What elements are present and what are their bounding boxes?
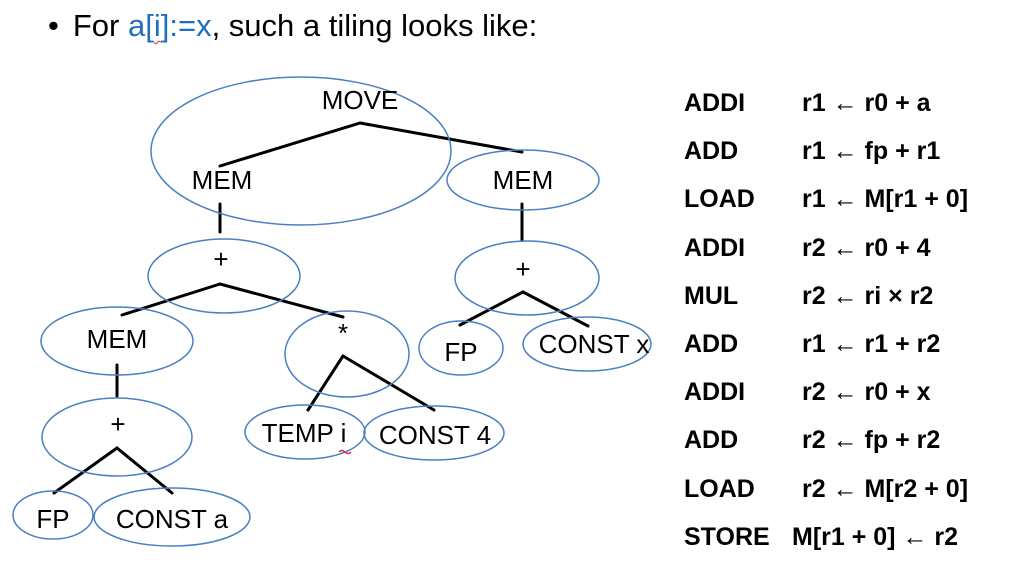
tile-const-a: [93, 487, 251, 547]
asm-opcode: ADDI: [684, 378, 746, 407]
asm-operands: r2 ← r0 + x: [802, 378, 931, 407]
tile-mem-inner: [40, 306, 194, 376]
code-part-rest: ]:=x: [160, 8, 212, 43]
heading-suffix: , such a tiling looks like:: [211, 8, 538, 43]
code-part-i: i: [153, 8, 161, 43]
edge-plus-mem-inner: [120, 282, 222, 317]
node-temp-i: TEMP i: [262, 418, 347, 448]
node-const-x: CONST x: [539, 329, 650, 359]
asm-operands: r2 ← fp + r2: [802, 426, 941, 455]
tile-const-x: [522, 316, 652, 372]
asm-operands: r1 ← M[r1 + 0]: [802, 185, 969, 214]
edge-plus-fp: [458, 290, 525, 327]
node-plus-top: +: [213, 244, 228, 274]
spell-squiggle: [338, 449, 352, 455]
asm-operands: r1 ← fp + r1: [802, 137, 941, 166]
node-const-4: CONST 4: [379, 420, 491, 450]
asm-operands: r2 ← M[r2 + 0]: [802, 474, 969, 503]
tile-mem-right: [446, 149, 600, 211]
asm-opcode: LOAD: [684, 185, 755, 214]
heading-bullet: • For a[i]:=x, such a tiling looks like:: [48, 4, 537, 48]
asm-opcode: ADD: [684, 426, 739, 455]
tile-outlines: [12, 76, 652, 547]
asm-opcode: ADD: [684, 137, 739, 166]
edge-move-mem-left: [218, 121, 362, 168]
code-expression: a[i]:=x: [128, 8, 212, 43]
tile-temp-i: [244, 404, 366, 460]
tile-plus-inner: [41, 397, 193, 477]
asm-operands: r2 ← r0 + 4: [802, 233, 931, 262]
node-labels: MOVE MEM MEM + + MEM * FP CONST x + TEMP…: [36, 85, 649, 534]
node-mem-left: MEM: [192, 165, 253, 195]
node-mem-right: MEM: [493, 165, 554, 195]
tile-plus-top: [147, 238, 301, 314]
tile-fp-left: [12, 490, 94, 540]
tile-times: [284, 310, 410, 398]
asm-operands: r2 ← ri × r2: [802, 281, 934, 310]
tile-const-4: [363, 405, 505, 461]
code-part-a: a[: [127, 8, 154, 43]
asm-opcode: ADD: [684, 329, 739, 358]
tile-fp-right: [418, 320, 504, 376]
bullet-dot: •: [48, 8, 59, 43]
asm-operands: r1 ← r0 + a: [802, 89, 931, 117]
asm-opcode: MUL: [684, 281, 739, 310]
asm-operands: M[r1 + 0] ← r2: [792, 522, 959, 551]
edge-plus-const-x: [521, 290, 590, 328]
asm-opcode: ADDI: [684, 233, 746, 262]
asm-opcode: STORE: [684, 522, 770, 551]
asm-opcode: ADDI: [684, 89, 746, 117]
node-times: *: [338, 318, 348, 348]
node-move: MOVE: [322, 85, 399, 115]
node-plus-right: +: [515, 254, 530, 284]
heading-prefix: For: [72, 8, 128, 43]
asm-operands: r1 ← r1 + r2: [802, 329, 941, 358]
tile-move-mem: [150, 76, 452, 226]
asm-opcode: LOAD: [684, 474, 755, 503]
edge-times-temp: [306, 354, 345, 412]
edge-move-mem-right: [358, 121, 524, 154]
tile-plus-right: [454, 240, 600, 316]
edge-plus-const-a: [115, 446, 174, 495]
tiling-tree-diagram: MOVE MEM MEM + + MEM * FP CONST x + TEMP…: [12, 76, 652, 547]
node-fp-left: FP: [36, 504, 69, 534]
node-fp-right: FP: [444, 337, 477, 367]
node-mem-inner: MEM: [87, 324, 148, 354]
node-plus-inner: +: [110, 409, 125, 439]
edge-times-const4: [341, 354, 436, 412]
edge-plus-fp-left: [52, 446, 119, 495]
node-const-a: CONST a: [116, 504, 229, 534]
